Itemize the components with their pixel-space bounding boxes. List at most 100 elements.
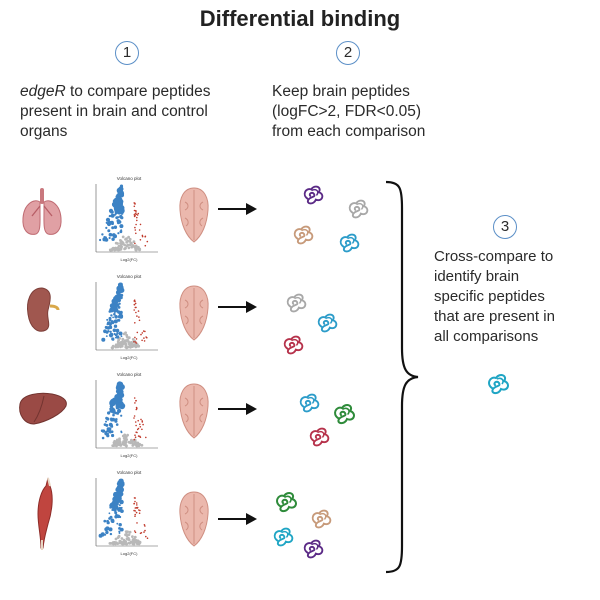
volcano-point — [109, 423, 113, 428]
volcano-point — [116, 522, 119, 525]
volcano-point — [122, 437, 126, 440]
volcano-point — [135, 232, 137, 235]
volcano-point — [136, 214, 139, 216]
volcano-point — [98, 533, 103, 538]
volcano-point — [120, 240, 124, 244]
volcano-point — [118, 523, 122, 527]
volcano-point — [134, 202, 136, 205]
volcano-title: Volcano plot — [117, 274, 142, 279]
volcano-point — [120, 335, 123, 338]
step-3-circle: 3 — [493, 215, 517, 239]
volcano-point — [120, 296, 123, 300]
volcano-point — [127, 336, 131, 340]
volcano-point — [143, 531, 145, 533]
volcano-point — [127, 536, 130, 540]
step-2-circle: 2 — [336, 41, 360, 65]
volcano-point — [125, 532, 128, 536]
volcano-point — [134, 336, 136, 339]
volcano-point — [115, 303, 120, 307]
volcano-point — [110, 213, 115, 218]
volcano-point — [130, 245, 134, 248]
volcano-point — [135, 431, 137, 433]
volcano-point — [112, 328, 117, 333]
volcano-point — [105, 423, 109, 427]
volcano-point — [116, 319, 120, 322]
volcano-point — [119, 343, 122, 346]
volcano-point — [136, 522, 138, 524]
volcano-point — [134, 515, 136, 517]
volcano-point — [112, 413, 115, 417]
volcano-point — [116, 340, 120, 344]
volcano-point — [134, 500, 136, 503]
volcano-point — [112, 307, 119, 313]
volcano-point — [118, 530, 121, 533]
volcano-point — [136, 504, 138, 506]
volcano-point — [135, 306, 137, 309]
volcano-point — [137, 212, 140, 215]
volcano-point — [136, 506, 139, 509]
volcano-point — [118, 282, 123, 288]
volcano-point — [103, 519, 107, 523]
volcano-point — [108, 248, 112, 252]
volcano-point — [121, 341, 125, 345]
step-1-line-2: present in brain and control — [20, 103, 208, 120]
peptide-icon — [276, 491, 297, 513]
volcano-point — [111, 346, 114, 350]
step-1-line-3: organs — [20, 123, 68, 140]
step-1-line-1-rest: to compare peptides — [65, 83, 211, 100]
volcano-point — [118, 313, 124, 319]
volcano-point — [105, 226, 108, 229]
volcano-point — [136, 216, 138, 219]
step-3-line-5: all comparisons — [434, 328, 539, 345]
volcano-point — [121, 235, 125, 239]
volcano-point — [117, 408, 122, 413]
volcano-point — [116, 542, 120, 545]
volcano-point — [134, 513, 136, 516]
volcano-point — [136, 315, 138, 317]
volcano-point — [115, 513, 118, 517]
volcano-point — [111, 226, 115, 230]
volcano-point — [145, 436, 147, 439]
brain-icon — [179, 491, 209, 547]
volcano-point — [120, 245, 123, 249]
volcano-point — [113, 204, 121, 212]
peptide-icon — [303, 539, 324, 559]
volcano-point — [118, 491, 124, 497]
volcano-point — [123, 541, 127, 545]
volcano-point — [134, 322, 136, 324]
volcano-point — [103, 329, 107, 334]
volcano-point — [144, 525, 146, 527]
volcano-point — [135, 424, 137, 427]
arrow-icon — [218, 203, 257, 215]
volcano-point — [133, 540, 137, 544]
volcano-point — [101, 337, 106, 342]
final-peptide-icon — [488, 374, 509, 395]
volcano-point — [128, 240, 132, 243]
volcano-point — [137, 542, 140, 545]
volcano-point — [134, 302, 137, 305]
volcano-point — [123, 247, 126, 251]
volcano-point — [114, 203, 117, 206]
volcano-point — [108, 214, 112, 218]
volcano-point — [108, 208, 114, 213]
volcano-point — [111, 433, 115, 438]
volcano-point — [125, 444, 128, 448]
volcano-point — [118, 247, 122, 251]
volcano-point — [124, 345, 128, 349]
volcano-point — [117, 306, 121, 309]
volcano-point — [110, 398, 116, 405]
volcano-point — [133, 441, 137, 445]
volcano-point — [105, 335, 108, 337]
volcano-point — [101, 436, 105, 440]
volcano-point — [114, 444, 118, 447]
volcano-point — [139, 509, 141, 512]
liver-icon — [19, 392, 67, 425]
volcano-point — [115, 418, 118, 421]
volcano-point — [114, 511, 118, 515]
volcano-point — [138, 512, 141, 514]
step-1-line-1: edgeR to compare peptides — [20, 82, 210, 102]
step-2-line-1: Keep brain peptides — [272, 83, 410, 100]
volcano-point — [99, 238, 102, 242]
